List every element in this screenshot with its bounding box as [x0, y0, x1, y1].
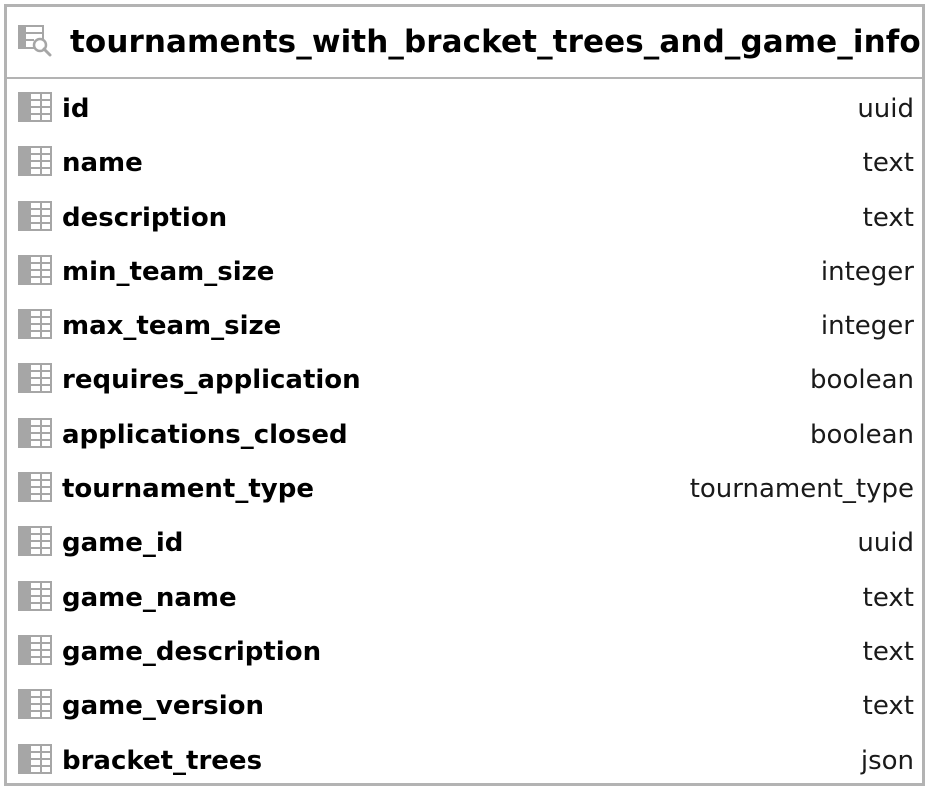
- column-list: id uuid name text description text: [7, 80, 922, 786]
- view-icon: [18, 25, 52, 57]
- column-row-min-team-size[interactable]: min_team_size integer: [7, 243, 922, 297]
- column-icon: [18, 92, 52, 122]
- column-type: uuid: [857, 94, 914, 124]
- entity-title: tournaments_with_bracket_trees_and_game_…: [70, 24, 921, 60]
- entity-header[interactable]: tournaments_with_bracket_trees_and_game_…: [7, 7, 922, 79]
- column-icon: [18, 146, 52, 177]
- column-icon: [18, 526, 52, 557]
- column-icon: [18, 634, 52, 665]
- column-icon: [18, 417, 52, 448]
- column-row-max-team-size[interactable]: max_team_size integer: [7, 297, 922, 351]
- column-icon: [18, 743, 52, 774]
- column-name: id: [62, 94, 90, 124]
- column-row-game-name[interactable]: game_name text: [7, 569, 922, 623]
- column-name: applications_closed: [62, 419, 348, 450]
- column-type: uuid: [857, 528, 914, 559]
- column-type: text: [862, 636, 914, 667]
- column-icon: [18, 363, 52, 394]
- column-icon: [18, 200, 52, 231]
- column-row-description[interactable]: description text: [7, 189, 922, 243]
- column-type: text: [862, 691, 914, 722]
- column-icon: [18, 254, 52, 285]
- column-icon: [18, 309, 52, 340]
- column-name: name: [62, 148, 143, 179]
- column-name: min_team_size: [62, 256, 275, 287]
- column-row-name[interactable]: name text: [7, 134, 922, 188]
- entity-box[interactable]: tournaments_with_bracket_trees_and_game_…: [4, 4, 925, 786]
- column-type: text: [862, 202, 914, 233]
- column-row-applications-closed[interactable]: applications_closed boolean: [7, 406, 922, 460]
- column-row-bracket-trees[interactable]: bracket_trees json: [7, 732, 922, 786]
- column-type: boolean: [810, 419, 914, 450]
- column-name: bracket_trees: [62, 745, 263, 776]
- column-row-id[interactable]: id uuid: [7, 80, 922, 134]
- column-type: text: [862, 148, 914, 179]
- column-type: json: [860, 745, 914, 776]
- column-row-tournament-type[interactable]: tournament_type tournament_type: [7, 460, 922, 514]
- column-icon: [18, 580, 52, 611]
- column-name: game_id: [62, 528, 184, 559]
- column-type: integer: [820, 311, 914, 342]
- column-row-requires-application[interactable]: requires_application boolean: [7, 351, 922, 405]
- column-row-game-version[interactable]: game_version text: [7, 677, 922, 731]
- column-name: tournament_type: [62, 474, 314, 505]
- column-row-game-description[interactable]: game_description text: [7, 623, 922, 677]
- column-name: game_name: [62, 582, 237, 613]
- column-name: max_team_size: [62, 311, 282, 342]
- column-name: game_version: [62, 691, 265, 722]
- column-row-game-id[interactable]: game_id uuid: [7, 514, 922, 568]
- column-type: boolean: [810, 365, 914, 396]
- column-type: integer: [820, 256, 914, 287]
- column-icon: [18, 689, 52, 720]
- column-icon: [18, 472, 52, 503]
- column-type: text: [862, 582, 914, 613]
- column-name: description: [62, 202, 228, 233]
- column-name: game_description: [62, 636, 322, 667]
- column-name: requires_application: [62, 365, 361, 396]
- column-type: tournament_type: [689, 474, 914, 505]
